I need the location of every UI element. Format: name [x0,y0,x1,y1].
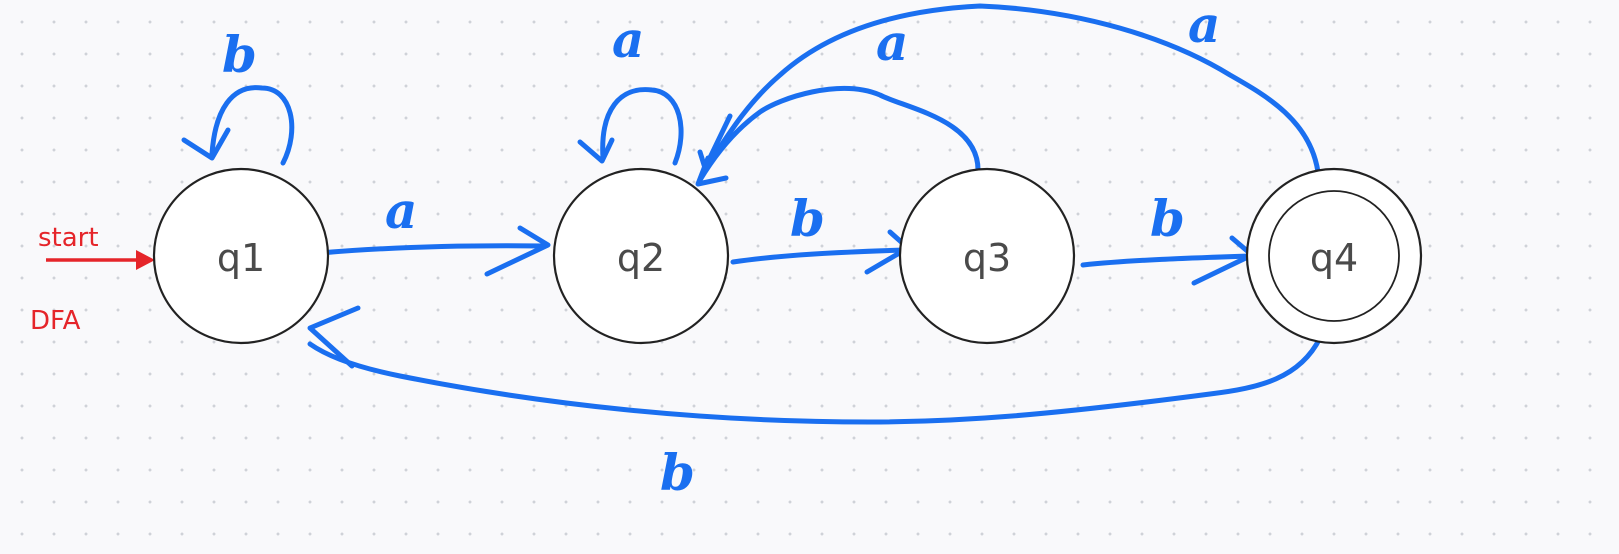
state-q1[interactable]: q1 [152,167,330,345]
transition-q3-q4: b [1080,189,1255,286]
state-label-q4: q4 [1310,236,1358,280]
transition-label-q2-q2: a [612,10,644,69]
transition-label-q1-q1: b [222,25,257,84]
transition-q1-q1: b [181,25,295,166]
transition-label-q4-q2: a [1188,0,1220,54]
state-q3[interactable]: q3 [898,167,1076,345]
state-label-q1: q1 [217,236,265,280]
transition-q2-q2: a [577,10,684,166]
accepting-ring-q4 [1268,190,1400,322]
transition-q2-q3: b [730,189,911,275]
start-label: start [38,223,99,253]
transition-label-q4-q1: b [660,443,695,502]
transition-q1-q2: a [317,181,551,277]
transition-q4-q2: a [697,0,1321,175]
state-label-q3: q3 [963,236,1011,280]
state-label-q2: q2 [617,236,665,280]
state-q2[interactable]: q2 [552,167,730,345]
dfa-type-label: DFA [30,306,81,336]
transition-label-q2-q3: b [790,189,825,248]
start-marker: start DFA [30,223,155,336]
transition-label-q3-q4: b [1150,189,1185,248]
state-q4[interactable]: q4 [1245,167,1423,345]
transition-label-q1-q2: a [385,181,417,240]
transition-q4-q1: b [307,305,1323,502]
